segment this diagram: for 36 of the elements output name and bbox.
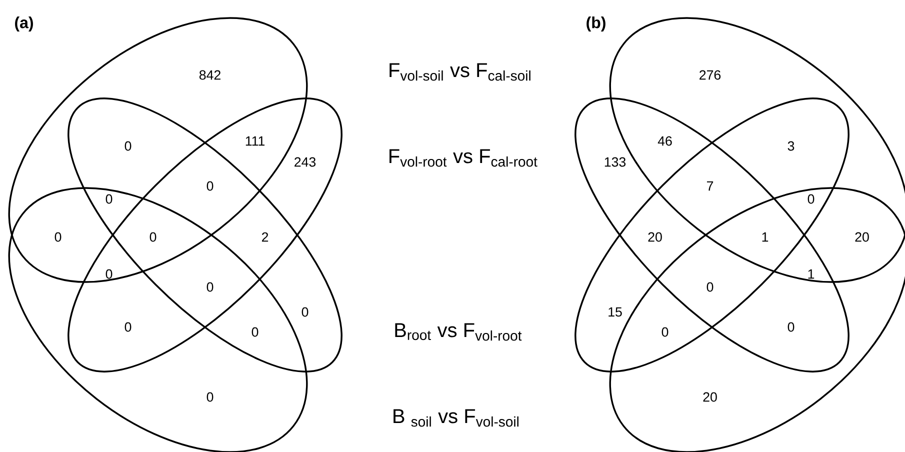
panel-label: (a) (15, 16, 33, 32)
count-label: 46 (658, 136, 672, 146)
count-label: 0 (662, 327, 668, 337)
set-label: B $_{soil}$ vs F$_{vol-soil}$ (394, 409, 518, 427)
count-label: 0 (206, 392, 214, 402)
count-label: 0 (206, 282, 214, 292)
count-label: 2 (262, 232, 268, 242)
count-label: 133 (604, 157, 626, 167)
count-label: 0 (706, 282, 714, 292)
count-label: 20 (703, 392, 717, 402)
count-label: 0 (124, 141, 132, 151)
count-label: 243 (294, 157, 316, 167)
count-label: 1 (762, 232, 768, 242)
count-label: 1 (808, 269, 814, 279)
set-label: B$_{root}$ vs F$_{vol-root}$ (395, 323, 522, 341)
count-label: 20 (855, 232, 869, 242)
count-label: 842 (199, 70, 220, 80)
count-label: 0 (106, 194, 112, 204)
count-label: 0 (150, 232, 156, 242)
count-label: 111 (246, 136, 264, 146)
count-label: 0 (302, 307, 308, 317)
set-label: F$_{vol-soil}$ vs F$_{cal-soil}$ (390, 63, 530, 81)
set-label: F$_{vol-root}$ vs F$_{cal-root}$ (390, 149, 538, 167)
count-label: 20 (648, 232, 662, 242)
count-label: 3 (788, 141, 794, 151)
count-label: 0 (124, 322, 132, 332)
count-label: 0 (252, 327, 258, 337)
count-label: 7 (707, 181, 714, 191)
count-label: 0 (206, 181, 214, 191)
count-label: 0 (106, 269, 112, 279)
count-label: 276 (700, 70, 721, 80)
panel-label: (b) (586, 16, 606, 32)
count-label: 15 (608, 307, 622, 317)
count-label: 0 (54, 232, 62, 242)
count-label: 0 (788, 322, 794, 332)
count-label: 0 (808, 194, 814, 204)
